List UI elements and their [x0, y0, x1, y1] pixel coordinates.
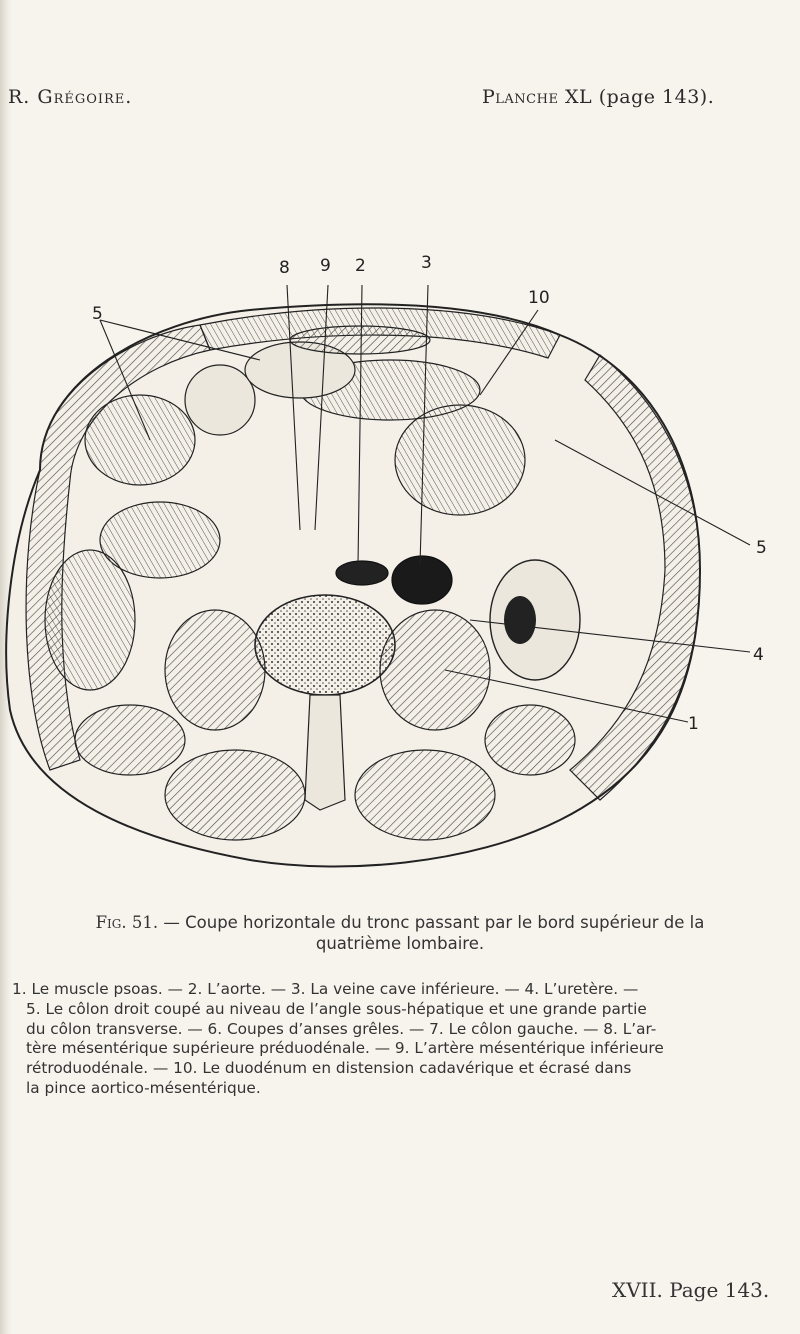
figure-legend: 1. Le muscle psoas. — 2. L’aorte. — 3. L… [12, 980, 788, 1099]
back-muscle-left [164, 749, 306, 841]
quadratus-right [484, 704, 576, 776]
psoas-left [164, 609, 266, 731]
label-1: 1 [688, 714, 699, 734]
label-2: 2 [355, 256, 366, 276]
label-5-right: 5 [756, 538, 767, 558]
page-footer: XVII. Page 143. [612, 1278, 770, 1302]
plate-page-ref: (page 143). [598, 86, 715, 108]
figure-number: Fig. 51. [95, 913, 159, 932]
author-header: R. Grégoire. [8, 86, 133, 108]
abdominal-wall-right [569, 354, 701, 801]
spinous-process [304, 694, 346, 811]
anatomical-cross-section-figure: 8 9 2 3 10 5 5 4 1 [0, 240, 800, 900]
caption-line-2: quatrième lombaire. [315, 934, 485, 953]
caption-line-1: — Coupe horizontale du tronc passant par… [158, 913, 705, 932]
back-muscle-right [354, 749, 496, 841]
vena-cava [391, 555, 453, 605]
psoas-right [379, 609, 491, 731]
intestine-loop [394, 404, 526, 516]
cross-section-drawing [5, 284, 751, 868]
abdominal-wall-left [25, 324, 211, 771]
legend-line: tère mésentérique supérieure préduodénal… [26, 1039, 664, 1058]
intestine-loop [84, 394, 196, 486]
legend-line: rétroduodénale. — 10. Le duodénum en dis… [26, 1059, 632, 1078]
colon-left-lumen [504, 596, 536, 644]
colon-right-section [44, 549, 136, 691]
label-5-left: 5 [92, 304, 103, 324]
intestine-loop [184, 364, 256, 436]
intestine-loop [99, 501, 221, 579]
legend-line: la pince aortico-mésentérique. [26, 1078, 261, 1097]
label-9: 9 [320, 256, 331, 276]
plate-number: Planche XL [482, 86, 593, 108]
leader-lines [99, 284, 751, 723]
label-3: 3 [421, 253, 432, 273]
duodenum-section [289, 325, 431, 355]
label-4: 4 [753, 645, 764, 665]
aorta [335, 560, 389, 586]
legend-line: 5. Le côlon droit coupé au niveau de l’a… [26, 999, 647, 1018]
label-8: 8 [279, 258, 290, 278]
legend-line: 1. Le muscle psoas. — 2. L’aorte. — 3. L… [12, 980, 639, 998]
plate-header: Planche XL (page 143). [482, 86, 714, 108]
label-10: 10 [528, 288, 550, 308]
vertebral-body [254, 594, 396, 696]
legend-line: du côlon transverse. — 6. Coupes d’anses… [26, 1019, 657, 1038]
figure-caption: Fig. 51. — Coupe horizontale du tronc pa… [40, 912, 760, 954]
quadratus-left [74, 704, 186, 776]
